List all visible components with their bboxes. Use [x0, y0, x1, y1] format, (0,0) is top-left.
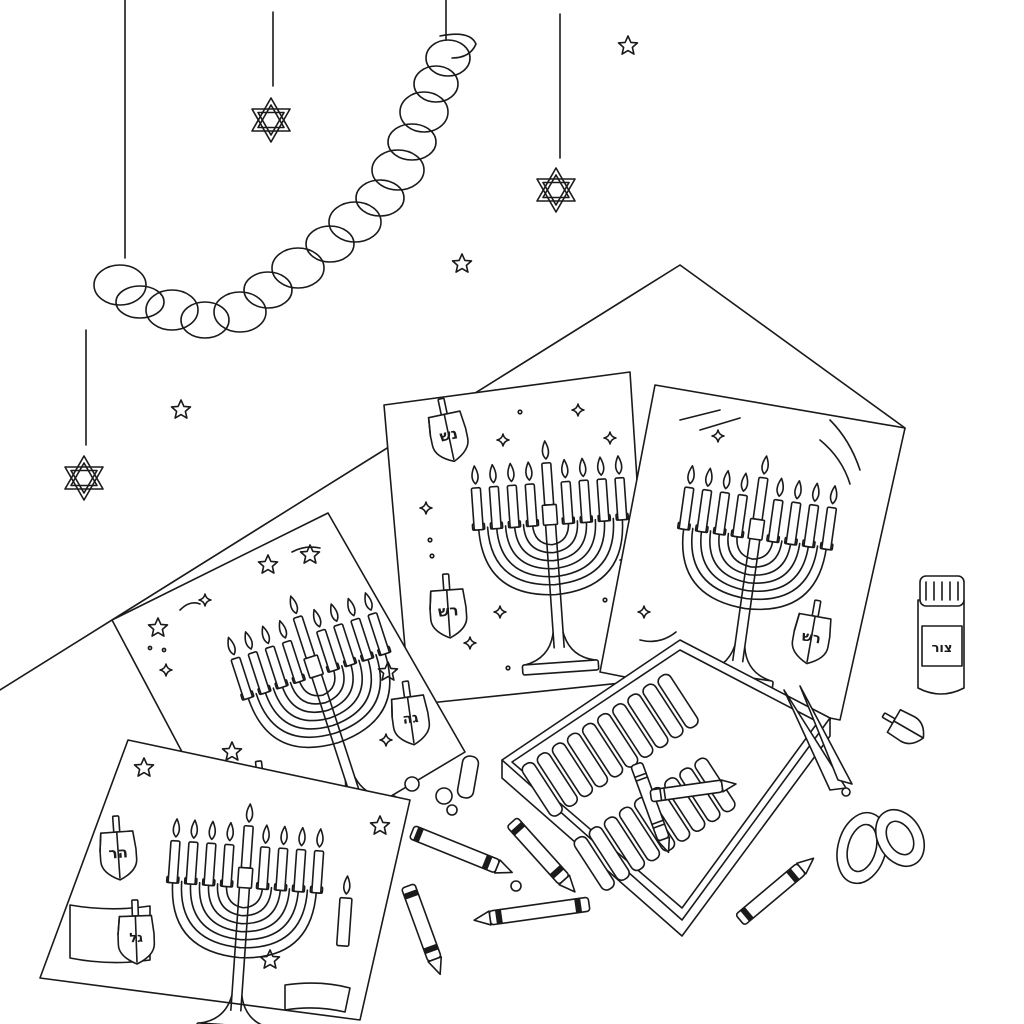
crayon [473, 897, 590, 927]
star-icon [451, 253, 473, 273]
dreidel-letters: נש [438, 424, 460, 445]
paper-chain [94, 34, 476, 338]
star-of-david-icon [536, 167, 576, 213]
loose-crayons [401, 755, 818, 977]
dreidel-letters: רש [437, 601, 459, 620]
dreidel-letters: הר [108, 843, 129, 862]
star-of-david-icon [64, 455, 104, 501]
glue-label: צור [932, 641, 953, 656]
star-icon [617, 35, 639, 55]
hanging-decorations [64, 0, 639, 501]
coloring-sheet: רש [600, 385, 905, 720]
crayon [409, 826, 514, 879]
glue-bottle: צור [918, 576, 964, 694]
coloring-sheet: נש רש [384, 372, 650, 705]
crayon [401, 884, 446, 977]
dreidel-letters: גל [129, 931, 143, 946]
dreidel-icon [876, 703, 930, 750]
coloring-sheet: הר גל [40, 740, 410, 1024]
scissors-icon [784, 686, 934, 889]
dreidel-letters: רש [801, 628, 823, 647]
dreidel-letters: גה [402, 710, 420, 728]
star-of-david-icon [251, 97, 291, 143]
crayon-box [502, 640, 830, 936]
crayon [736, 853, 819, 925]
crayon [507, 817, 580, 896]
star-icon [170, 399, 192, 419]
